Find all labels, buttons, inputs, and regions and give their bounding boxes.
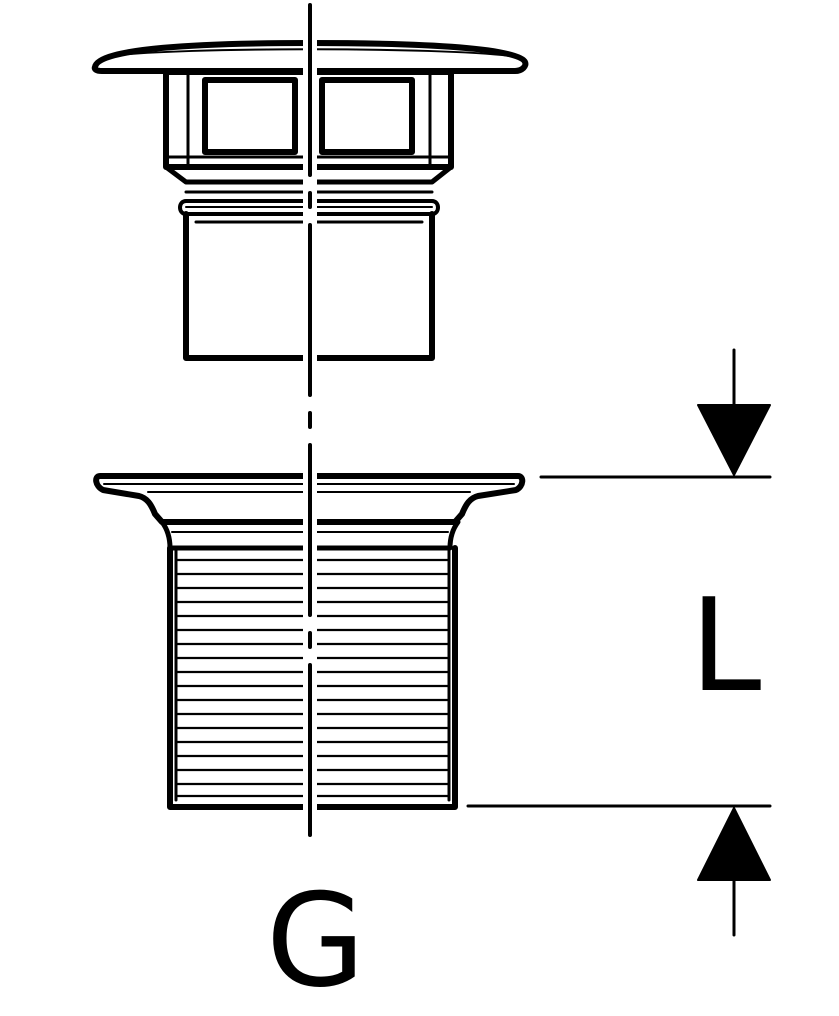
cap-disc [91, 40, 529, 74]
dimension-label-l: L [690, 572, 762, 721]
arrow-up-head [697, 807, 771, 881]
hex-window-right [319, 77, 415, 155]
hex-window-left [202, 77, 298, 155]
arrow-down-head [697, 404, 771, 476]
thread-label-g: G [266, 867, 366, 1016]
dimension-l [466, 348, 772, 937]
